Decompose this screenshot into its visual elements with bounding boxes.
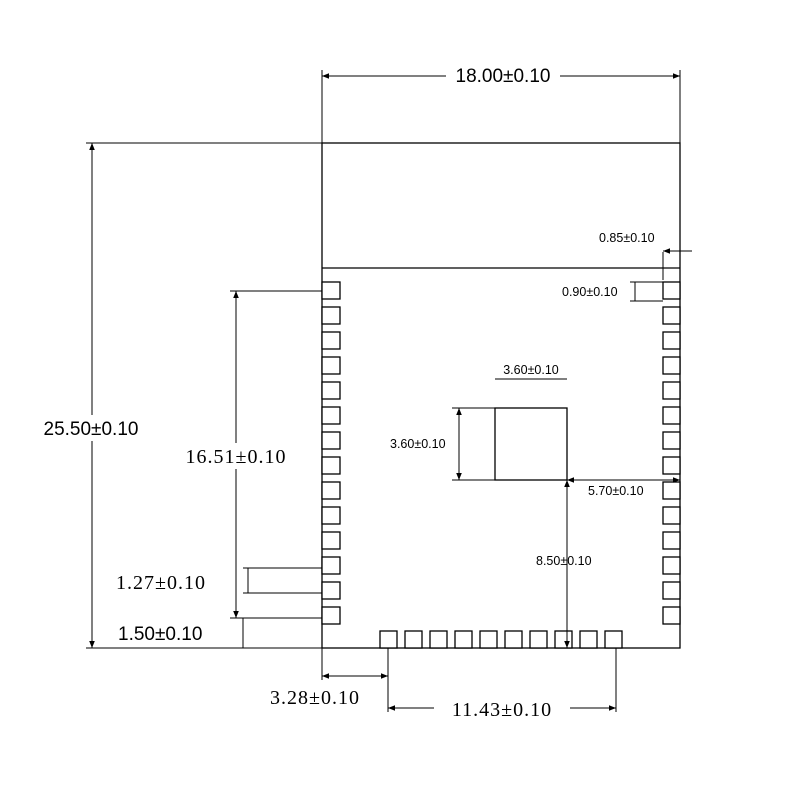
- side-pin-span-label: 16.51±0.10: [186, 446, 287, 468]
- width-label: 18.00±0.10: [456, 66, 551, 87]
- pin-edge-dimension: 0.85±0.10: [599, 231, 692, 280]
- bottom-pin-row: [379, 630, 623, 649]
- center-pad: [494, 407, 568, 481]
- right-pin: [662, 431, 681, 450]
- right-pin: [662, 331, 681, 350]
- right-pin: [662, 406, 681, 425]
- height-label: 25.50±0.10: [44, 419, 139, 440]
- left-pin: [321, 331, 341, 350]
- left-pin: [321, 581, 341, 600]
- left-pin: [321, 381, 341, 400]
- bottom-pin: [579, 630, 598, 649]
- left-pin: [321, 556, 341, 575]
- bottom-left-offset-dimension: 3.28±0.10: [270, 648, 389, 712]
- bottom-pin: [529, 630, 548, 649]
- right-pin: [662, 506, 681, 525]
- bottom-pin: [454, 630, 473, 649]
- bottom-pin: [404, 630, 423, 649]
- bottom-pin-span-label: 11.43±0.10: [452, 699, 552, 721]
- pad-width-dimension: 3.60±0.10: [495, 363, 567, 380]
- bottom-pin: [504, 630, 523, 649]
- left-pin: [321, 306, 341, 325]
- pad-offset-x-label: 5.70±0.10: [588, 484, 644, 498]
- bottom-offset-label: 1.50±0.10: [118, 624, 202, 645]
- pin-pitch-label: 1.27±0.10: [116, 572, 206, 594]
- side-pin-span-dimension: 16.51±0.10: [168, 290, 322, 619]
- bottom-left-offset-label: 3.28±0.10: [270, 687, 360, 709]
- pad-offset-x-dimension: 5.70±0.10: [567, 477, 680, 498]
- pad-height-dimension: 3.60±0.10: [390, 407, 495, 481]
- left-pin-row: [321, 281, 341, 625]
- right-pin: [662, 481, 681, 500]
- left-pin: [321, 456, 341, 475]
- bottom-pin: [479, 630, 498, 649]
- pad-height-label: 3.60±0.10: [390, 437, 446, 451]
- bottom-pin: [554, 630, 573, 649]
- right-pin: [662, 356, 681, 375]
- pad-width-label: 3.60±0.10: [503, 363, 559, 377]
- bottom-offset-dimension: 1.50±0.10: [118, 617, 322, 648]
- right-pin: [662, 381, 681, 400]
- left-pin: [321, 281, 341, 300]
- left-pin: [321, 531, 341, 550]
- pin-width-dimension: 0.90±0.10: [562, 281, 663, 302]
- left-pin: [321, 431, 341, 450]
- bottom-pin-span-dimension: 11.43±0.10: [388, 648, 617, 721]
- left-pin: [321, 606, 341, 625]
- right-pin: [662, 556, 681, 575]
- bottom-pin: [429, 630, 448, 649]
- right-pin: [662, 606, 681, 625]
- right-pin: [662, 531, 681, 550]
- width-dimension: 18.00±0.10: [321, 64, 681, 143]
- right-pin: [662, 306, 681, 325]
- pin-pitch-dimension: 1.27±0.10: [116, 567, 322, 594]
- right-pin: [662, 581, 681, 600]
- right-pin: [662, 456, 681, 475]
- left-pin: [321, 481, 341, 500]
- left-pin: [321, 356, 341, 375]
- right-pin-row: [662, 281, 681, 625]
- module-outline: [321, 142, 681, 649]
- pin-edge-label: 0.85±0.10: [599, 231, 655, 245]
- pin-width-label: 0.90±0.10: [562, 285, 618, 299]
- left-pin: [321, 506, 341, 525]
- pad-offset-y-label: 8.50±0.10: [536, 554, 592, 568]
- bottom-pin: [379, 630, 398, 649]
- left-pin: [321, 406, 341, 425]
- bottom-pin: [604, 630, 623, 649]
- pad-offset-y-dimension: 8.50±0.10: [536, 480, 592, 648]
- height-dimension: 25.50±0.10: [32, 142, 322, 649]
- right-pin: [662, 281, 681, 300]
